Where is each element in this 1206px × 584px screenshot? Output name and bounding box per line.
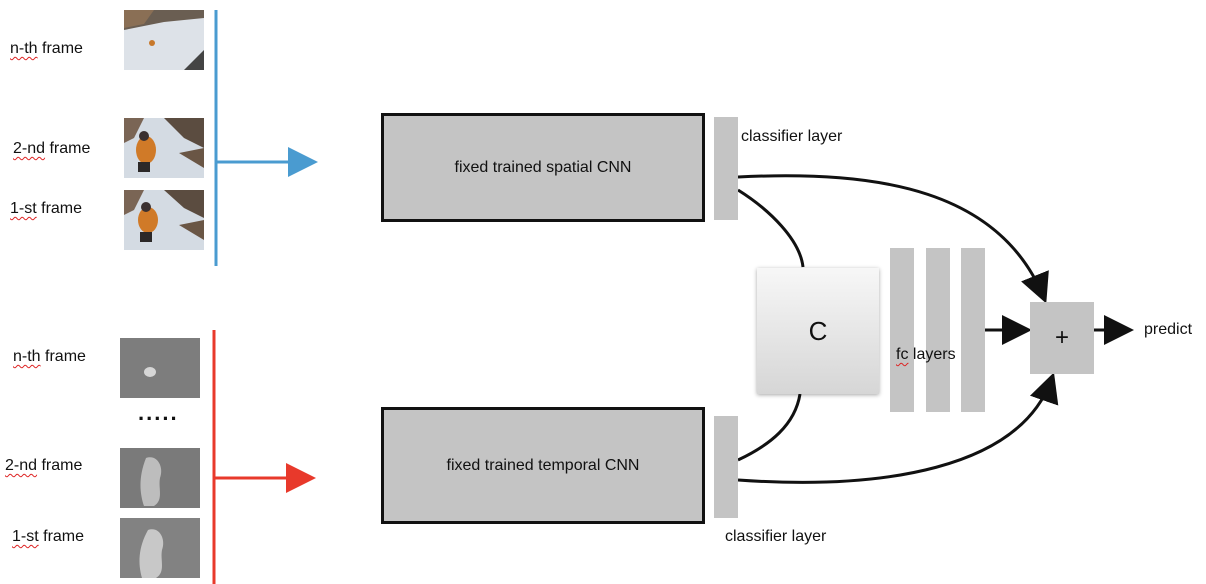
spatial-frame-n-label: n-th frame — [10, 40, 83, 57]
fc-layer-3 — [961, 248, 985, 412]
concat-label: C — [808, 315, 828, 346]
fc-layer-1 — [890, 248, 914, 412]
temporal-frame-1-label: 1-st frame — [12, 528, 85, 545]
predict-label: predict — [1144, 321, 1193, 338]
temporal-frame-n-label: n-th frame — [13, 348, 86, 365]
temporal-frame-2-label: 2-nd frame — [5, 457, 83, 474]
temporal-frame-n-thumbnail — [120, 338, 200, 398]
spatial-frame-2-thumbnail — [124, 118, 204, 178]
spatial-classifier-label: classifier layer — [741, 128, 843, 145]
temporal-to-fusion-wire — [737, 372, 1059, 484]
spatial-frame-1-label: 1-st frame — [10, 200, 83, 217]
fc-layers-label: fc layers — [896, 346, 956, 363]
temporal-classifier-bar — [714, 416, 738, 518]
temporal-classifier-label: classifier layer — [725, 528, 827, 545]
spatial-cnn-box: fixed trained spatial CNN — [381, 113, 705, 222]
spatial-to-fusion-wire — [737, 174, 1049, 304]
spatial-cnn-label: fixed trained spatial CNN — [454, 158, 632, 176]
fusion-sum-box: + — [1030, 302, 1094, 374]
temporal-ellipsis: ..... — [138, 400, 179, 425]
temporal-cnn-label: fixed trained temporal CNN — [446, 456, 640, 474]
fc-layer-2 — [926, 248, 950, 412]
spatial-frame-1-thumbnail — [124, 190, 204, 250]
spatial-frame-2-label: 2-nd frame — [13, 140, 91, 157]
spatial-classifier-bar — [714, 117, 738, 220]
concat-box: C — [757, 268, 879, 394]
spatial-to-concat-wire — [737, 188, 805, 268]
temporal-frame-1-thumbnail — [120, 518, 200, 578]
temporal-cnn-box: fixed trained temporal CNN — [381, 407, 705, 524]
spatial-frame-n-thumbnail — [124, 10, 204, 70]
fusion-sum-label: + — [1054, 324, 1069, 351]
temporal-frame-2-thumbnail — [120, 448, 200, 508]
temporal-to-concat-wire — [737, 393, 802, 462]
